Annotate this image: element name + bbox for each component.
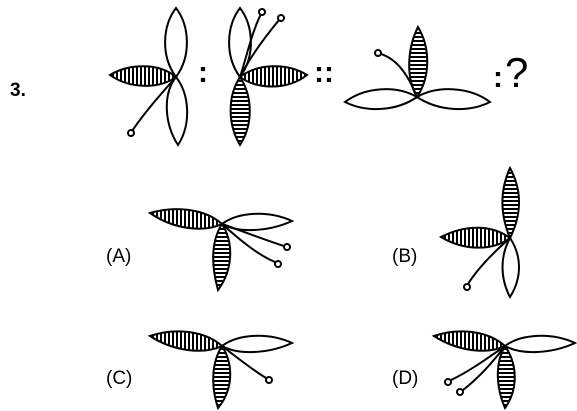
option-b-figure[interactable] <box>441 168 519 297</box>
ratio-separator-1: : <box>198 58 208 88</box>
option-d-figure[interactable] <box>434 331 575 408</box>
option-a-figure[interactable] <box>150 209 292 290</box>
option-b-label[interactable]: (B) <box>392 246 417 268</box>
option-c-figure[interactable] <box>150 331 292 408</box>
figure-3 <box>345 27 490 109</box>
option-d-label[interactable]: (D) <box>392 368 418 390</box>
figure-2 <box>229 8 307 145</box>
analogy-separator: :: <box>314 58 334 88</box>
option-c-label[interactable]: (C) <box>106 368 132 390</box>
unknown-mark: ? <box>505 52 528 94</box>
figure-1 <box>110 8 187 145</box>
option-a-label[interactable]: (A) <box>106 246 131 268</box>
ratio-separator-2: : <box>493 63 503 93</box>
